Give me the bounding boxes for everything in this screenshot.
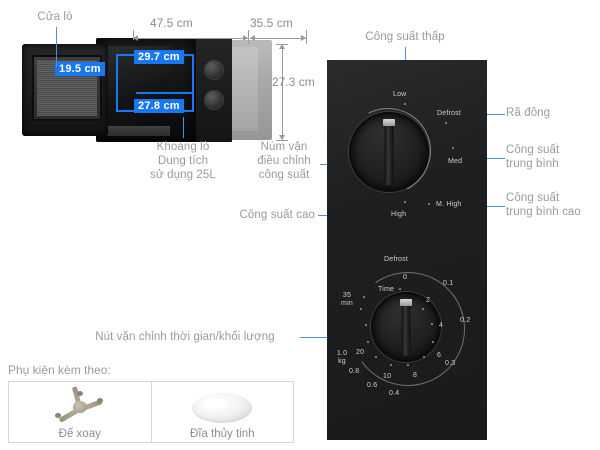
width-tick-left	[133, 30, 134, 40]
width-arrow-left	[133, 35, 138, 41]
timer-minute-2: 2	[426, 297, 431, 304]
microwave-control-panel-small	[194, 38, 232, 142]
power-label-mhigh: M. High	[436, 201, 462, 208]
cavity-depth-badge: 27.8 cm	[134, 99, 184, 113]
height-label: 27.3 cm	[272, 75, 315, 89]
microwave-photo	[22, 36, 272, 144]
power-selector-knob[interactable]	[349, 112, 429, 192]
cavity-inner-diag	[136, 92, 194, 94]
depth-measure-line	[250, 38, 306, 39]
timer-tick-k	[363, 296, 365, 298]
timer-kg-06: 0.6	[367, 382, 378, 389]
roller-ring-icon	[9, 385, 151, 425]
power-knob-ridge	[384, 118, 394, 186]
timer-minute-8: 8	[413, 372, 418, 379]
microwave-control-panel: Low Defrost Med M. High High Defrost 0 T…	[327, 60, 487, 440]
power-tick-med	[452, 147, 454, 149]
power-tick-low	[404, 103, 406, 105]
timer-minute-20: 20	[356, 349, 365, 356]
timer-knob-ridge	[401, 297, 411, 357]
power-med-callout-label: Công suất trung bình	[506, 144, 560, 170]
timer-label-zero: 0	[403, 274, 408, 281]
timer-tick-d	[423, 356, 425, 358]
timer-selector-knob[interactable]	[371, 292, 441, 362]
accessory-item-roller: Đế xoay	[9, 382, 151, 442]
timer-label-time: Time	[378, 286, 395, 293]
cavity-width-badge: 29.7 cm	[134, 50, 184, 64]
timer-tick-e	[407, 364, 409, 366]
power-tick-mhigh	[428, 203, 430, 205]
width-tick-right	[248, 30, 249, 44]
width-measure-line	[133, 38, 248, 39]
timer-minute-6: 6	[437, 352, 442, 359]
power-mhigh-callout-leader	[472, 206, 505, 207]
power-label-med: Med	[448, 158, 463, 165]
depth-label: 35.5 cm	[250, 16, 293, 30]
power-knob-photo	[204, 60, 224, 80]
timer-tick-b	[431, 323, 433, 325]
power-label-high: High	[391, 211, 407, 218]
timer-tick-zero	[399, 288, 401, 290]
glass-plate-icon	[152, 385, 294, 425]
power-low-callout-label: Công suất thấp	[365, 31, 445, 43]
accessory-item-plate: Đĩa thủy tinh	[150, 382, 294, 442]
timer-minute-10: 10	[383, 373, 392, 380]
depth-arrow-right	[301, 35, 306, 41]
timer-tick-j	[360, 308, 362, 310]
door-callout-leader	[56, 27, 57, 67]
timer-kg-03: 0.3	[445, 360, 456, 367]
power-label-low: Low	[393, 91, 407, 98]
power-knob-arc	[333, 96, 443, 206]
power-label-defrost: Defrost	[437, 110, 461, 117]
timer-tick-g	[375, 356, 377, 358]
cavity-left-line	[116, 54, 118, 112]
accessories-section: Phụ kiện kèm theo: Đế xoay	[8, 363, 296, 443]
microwave-door	[22, 44, 108, 136]
accessory-caption-plate: Đĩa thủy tinh	[189, 428, 255, 440]
defrost-callout-label: Rã đông	[506, 107, 551, 119]
timer-knob-photo	[204, 90, 224, 110]
power-mhigh-callout-label: Công suất trung bình cao	[506, 192, 581, 218]
cavity-callout-label: Khoang lò Dung tích sử dụng 25L	[150, 141, 216, 181]
power-high-callout-label: Công suất cao	[239, 209, 315, 221]
timer-tick-c	[432, 341, 434, 343]
timer-tick-i	[365, 324, 367, 326]
timer-label-max-minutes: 35 min	[341, 292, 353, 307]
depth-arrow-left	[250, 35, 255, 41]
accessory-caption-roller: Đế xoay	[58, 428, 101, 440]
timer-kg-04: 0.4	[389, 390, 400, 397]
timer-kg-08: 0.8	[349, 368, 360, 375]
timer-knob-indicator	[400, 298, 412, 306]
cavity-floor	[104, 126, 170, 136]
door-height-badge: 19.5 cm	[55, 62, 105, 76]
power-tick-high	[404, 201, 406, 203]
depth-tick-right	[306, 30, 307, 44]
cavity-right-line	[192, 54, 194, 112]
timer-label-weight-unit: 1.0 kg	[336, 350, 348, 365]
power-knob-callout-label: Núm vặn điều chỉnh công suất	[257, 141, 311, 181]
height-tick-top	[276, 44, 288, 45]
timer-knob-callout-label: Nút vặn chỉnh thời gian/khối lượng	[95, 331, 275, 343]
power-tick-defrost	[445, 122, 447, 124]
timer-tick-f	[390, 364, 392, 366]
timer-kg-01: 0.1	[443, 280, 454, 287]
accessories-box: Đế xoay Đĩa thủy tinh	[8, 381, 294, 443]
timer-tick-h	[367, 341, 369, 343]
timer-label-defrost: Defrost	[384, 256, 408, 263]
height-measure-line	[282, 44, 283, 140]
timer-kg-02: 0.2	[460, 317, 471, 324]
height-arrow-down	[279, 135, 285, 140]
power-knob-indicator	[383, 119, 395, 127]
door-callout-label: Cửa lò	[37, 11, 73, 23]
cavity-callout-leader	[183, 117, 184, 138]
timer-tick-a	[422, 308, 424, 310]
height-tick-bottom	[276, 140, 288, 141]
width-arrow-right	[243, 35, 248, 41]
height-arrow-up	[279, 44, 285, 49]
timer-minute-4: 4	[439, 322, 444, 329]
width-label: 47.5 cm	[150, 16, 193, 30]
accessories-title: Phụ kiện kèm theo:	[8, 363, 111, 377]
power-med-callout-leader	[472, 158, 505, 159]
